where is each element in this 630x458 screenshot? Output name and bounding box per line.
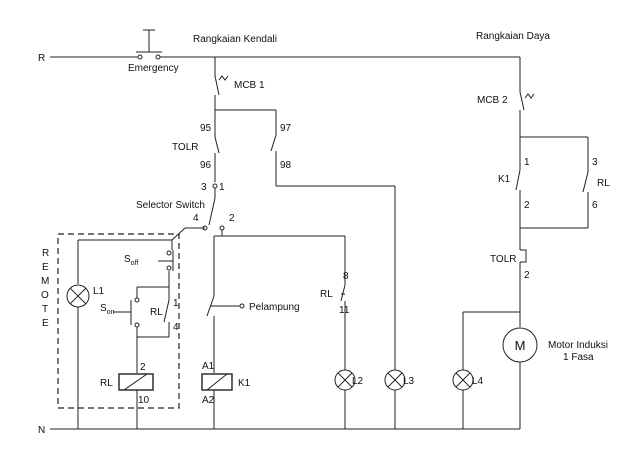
emergency-label: Emergency [128, 63, 179, 74]
terminal-rl-coil-2: 2 [140, 362, 146, 373]
neutral-line-n: N [38, 425, 520, 436]
terminal-8: 8 [343, 271, 349, 282]
tolr-power-element: TOLR 2 [490, 249, 530, 281]
rl-coil-label: RL [100, 378, 113, 389]
terminal-rl-1: 1 [173, 298, 179, 309]
mcb-1-label: MCB 1 [234, 80, 265, 91]
lamp-l4: L4 [452, 369, 484, 391]
terminal-rl-4: 4 [173, 322, 179, 333]
terminal-11: 11 [339, 305, 350, 316]
lamp-l1: L1 [66, 284, 105, 308]
k1-contactor-coil: A1 A2 K1 [201, 361, 251, 406]
k1-main-contact: 1 K1 2 [498, 157, 530, 228]
svg-text:O: O [41, 290, 49, 301]
power-section-title: Rangkaian Daya [476, 31, 550, 42]
terminal-rl-6: 6 [592, 200, 598, 211]
svg-text:E: E [42, 262, 49, 273]
tolr-label: TOLR [172, 142, 199, 153]
svg-text:E: E [42, 318, 49, 329]
terminal-4: 4 [193, 213, 199, 224]
terminal-tolr-2: 2 [524, 270, 530, 281]
lamp-l2-label: L2 [352, 376, 364, 387]
terminal-rl-coil-10: 10 [138, 395, 150, 406]
pelampung-float-switch: Pelampung [206, 295, 300, 317]
terminal-98: 98 [280, 160, 292, 171]
lamp-l1-label: L1 [93, 286, 105, 297]
terminal-3: 3 [201, 182, 207, 193]
tolr-nc-contact: 95 TOLR 96 [172, 110, 220, 182]
k1-power-label: K1 [498, 174, 511, 185]
motor: M Motor Induksi 1 Fasa [502, 327, 608, 363]
rl-power-label: RL [597, 178, 610, 189]
mcb-1: MCB 1 [214, 57, 265, 110]
neutral-label: N [38, 425, 45, 436]
lamp-l4-label: L4 [472, 376, 484, 387]
motor-symbol: M [515, 338, 526, 353]
terminal-97: 97 [280, 123, 292, 134]
svg-text:T: T [42, 304, 48, 315]
svg-text:R: R [42, 248, 49, 259]
terminal-k1-2: 2 [524, 200, 530, 211]
terminal-rl-3: 3 [592, 157, 598, 168]
selector-switch: 3 1 4 2 Selector Switch [136, 182, 235, 231]
rl-l2-label: RL [320, 289, 333, 300]
lamp-l2: L2 [334, 369, 364, 391]
lamp-l3-label: L3 [403, 376, 415, 387]
phase-label: R [38, 53, 45, 64]
control-section-title: Rangkaian Kendali [193, 34, 277, 45]
terminal-a1: A1 [202, 361, 215, 372]
motor-label-line-1: Motor Induksi [548, 340, 608, 351]
mcb-2-label: MCB 2 [477, 95, 508, 106]
terminal-a2: A2 [202, 395, 215, 406]
phase-line-r: R [38, 53, 520, 64]
s-off-pushbutton: Soff [124, 250, 174, 271]
rl-power-contact: 3 RL 6 [582, 157, 610, 228]
s-on-pushbutton: Son [100, 297, 140, 328]
pelampung-label: Pelampung [249, 302, 300, 313]
k1-coil-label: K1 [238, 378, 251, 389]
rl-nc-contact-l2: 8 RL 11 [320, 271, 350, 316]
lamp-l3: L3 [384, 369, 415, 391]
s-on-label: Son [100, 303, 115, 316]
remote-vertical-label: R E M O T E [41, 248, 49, 329]
terminal-1: 1 [219, 182, 225, 193]
rl-holding-label: RL [150, 307, 163, 318]
remote-box [57, 233, 180, 409]
terminal-95: 95 [200, 123, 212, 134]
svg-text:M: M [41, 276, 49, 287]
terminal-2: 2 [229, 213, 235, 224]
motor-label-line-2: 1 Fasa [563, 352, 594, 363]
selector-switch-label: Selector Switch [136, 200, 205, 211]
s-off-label: Soff [124, 254, 138, 267]
rl-relay-coil: RL 2 10 [100, 362, 154, 406]
tolr-no-contact: 97 98 [270, 123, 292, 180]
terminal-k1-1: 1 [524, 157, 530, 168]
mcb-2: MCB 2 [477, 91, 535, 137]
terminal-96: 96 [200, 160, 212, 171]
rl-holding-contact: RL 1 4 [150, 298, 179, 337]
emergency-button: Emergency [128, 29, 179, 74]
tolr-power-label: TOLR [490, 254, 517, 265]
